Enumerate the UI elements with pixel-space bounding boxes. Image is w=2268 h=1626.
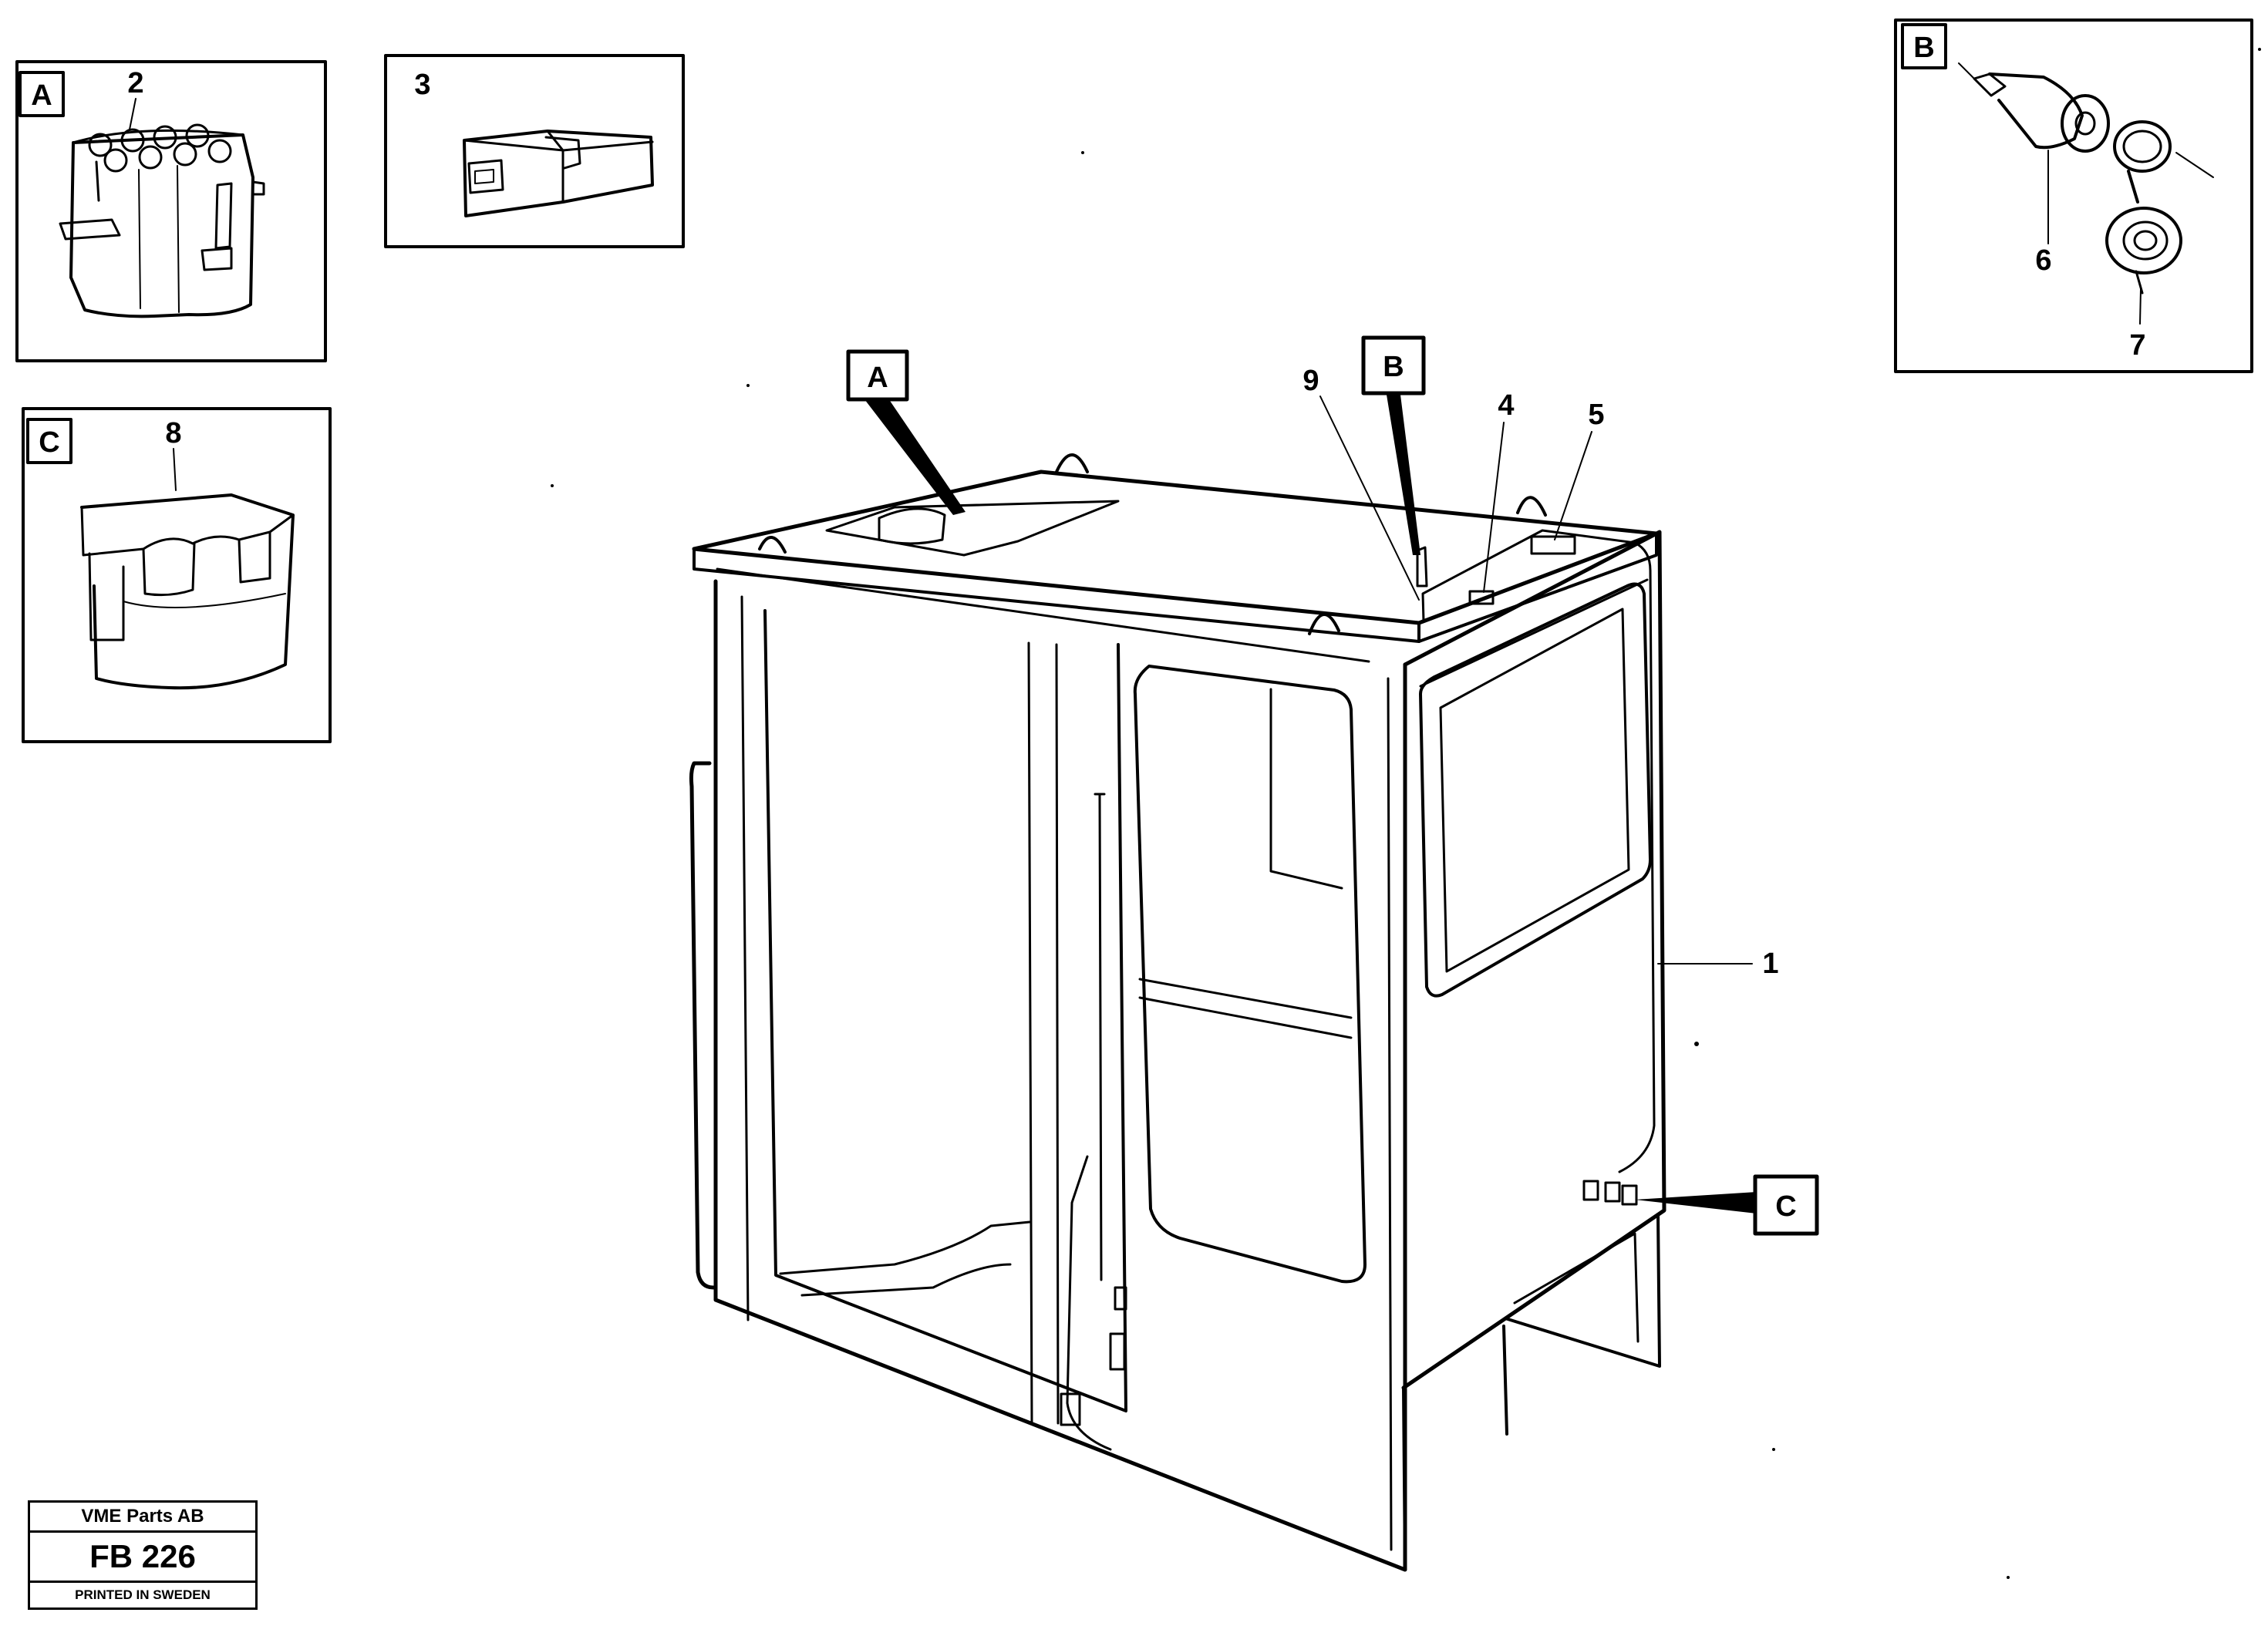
detail-view-a-badge: [19, 71, 65, 117]
view-callout-a: A: [846, 349, 966, 515]
title-block-code: FB 226: [30, 1533, 255, 1583]
detail-view-a-letter: A: [31, 79, 52, 112]
cab-door-window: [1133, 665, 1367, 1284]
detail-view-3-frame: [384, 54, 685, 248]
part-label-7: 7: [2129, 329, 2145, 362]
cab-handrail: [689, 761, 716, 1290]
cab-side-wall: [1401, 530, 1666, 1390]
cab-part-callouts: 9 4 5 1: [1302, 365, 1778, 980]
part-label-8: 8: [165, 417, 181, 449]
detail-view-c-frame: [22, 407, 332, 743]
part-label-2: 2: [127, 67, 143, 99]
title-block-company: VME Parts AB: [30, 1503, 255, 1533]
leader-line-2: [129, 98, 136, 130]
wiring-harness: [1421, 529, 1656, 1173]
leader-line-8: [173, 448, 177, 491]
view-callout-c: C: [1635, 1174, 1819, 1236]
detail-view-a-frame: [15, 60, 327, 362]
plug-part-3-drawing: [463, 130, 654, 217]
view-callout-c-letter: C: [1775, 1190, 1796, 1223]
title-block-note: PRINTED IN SWEDEN: [75, 1587, 211, 1602]
view-callout-a-letter: A: [867, 362, 888, 394]
part-label-6: 6: [2035, 244, 2051, 277]
detail-view-a: A 2: [15, 60, 327, 362]
cab-drawing: [689, 453, 1666, 1572]
socket-part-6-drawing: [1958, 62, 2110, 153]
detail-view-3: 3: [384, 54, 685, 248]
view-callout-b: B: [1361, 335, 1426, 555]
detail-view-b-letter: B: [1913, 32, 1934, 64]
detail-view-b-badge: [1901, 23, 1947, 69]
connector-part-2-drawing: [59, 123, 265, 318]
detail-view-b: B 6 7: [1894, 19, 2253, 373]
title-block: VME Parts AB FB 226 PRINTED IN SWEDEN: [28, 1500, 258, 1610]
leader-line-7: [2139, 288, 2142, 325]
detail-view-c-letter: C: [39, 426, 59, 459]
scan-dots: [551, 48, 2261, 1579]
detail-view-c-badge: [26, 418, 72, 464]
part-label-1: 1: [1762, 948, 1778, 980]
part-label-3: 3: [414, 69, 430, 101]
view-callout-b-letter: B: [1383, 351, 1404, 383]
detail-view-c: C 8: [22, 407, 332, 743]
cab-front-frame: [713, 579, 1407, 1572]
part-label-9: 9: [1302, 365, 1319, 397]
part-label-4: 4: [1498, 389, 1514, 422]
detail-view-b-frame: [1894, 19, 2253, 373]
cab-side-window: [1419, 582, 1652, 998]
part-label-5: 5: [1588, 399, 1604, 431]
cover-part-8-drawing: [80, 493, 295, 690]
cap-part-7-drawing: [2105, 120, 2214, 295]
